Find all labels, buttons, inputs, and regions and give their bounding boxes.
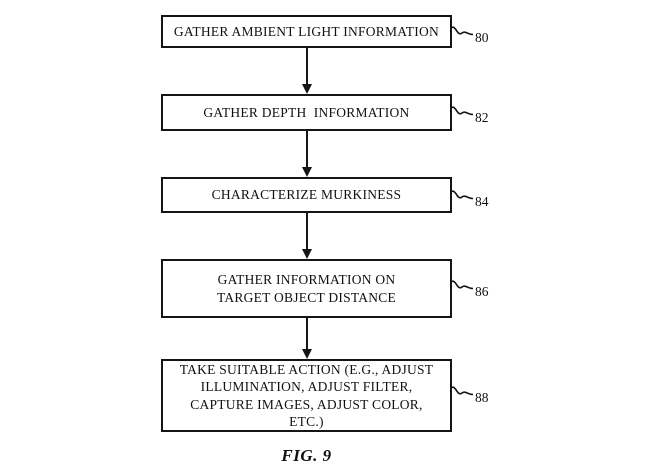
down-arrow [300, 318, 313, 359]
flow-step-target-object-distance: GATHER INFORMATION ON TARGET OBJECT DIST… [161, 259, 452, 318]
flow-step-label: TAKE SUITABLE ACTION (E.G., ADJUST ILLUM… [179, 361, 434, 430]
flow-step-gather-ambient-light: GATHER AMBIENT LIGHT INFORMATION [161, 15, 452, 48]
figure-caption: FIG. 9 [281, 446, 332, 465]
flow-step-label: GATHER INFORMATION ON TARGET OBJECT DIST… [216, 272, 397, 305]
reference-callout-82: 82 [451, 105, 489, 126]
arrow-line [305, 48, 308, 84]
reference-callout-84: 84 [451, 189, 489, 210]
reference-leader-line [451, 26, 474, 36]
reference-number: 84 [475, 194, 489, 209]
reference-leader-line [451, 386, 474, 396]
reference-number: 86 [475, 284, 489, 299]
arrow-line [305, 318, 308, 349]
reference-callout-86: 86 [451, 279, 489, 300]
arrow-head [301, 249, 312, 259]
reference-leader-line [451, 190, 474, 200]
flow-step-take-suitable-action: TAKE SUITABLE ACTION (E.G., ADJUST ILLUM… [161, 359, 452, 432]
arrow-head [301, 349, 312, 359]
down-arrow [300, 48, 313, 94]
arrow-line [305, 131, 308, 167]
reference-number: 80 [475, 30, 489, 45]
reference-callout-88: 88 [451, 385, 489, 406]
flow-step-label: GATHER AMBIENT LIGHT INFORMATION [173, 23, 440, 39]
down-arrow [300, 213, 313, 259]
reference-callout-80: 80 [451, 25, 489, 46]
reference-leader-line [451, 280, 474, 290]
down-arrow [300, 131, 313, 177]
flow-step-label: CHARACTERIZE MURKINESS [211, 187, 402, 203]
flow-step-characterize-murkiness: CHARACTERIZE MURKINESS [161, 177, 452, 213]
reference-number: 82 [475, 110, 489, 125]
reference-leader-line [451, 106, 474, 116]
arrow-head [301, 167, 312, 177]
arrow-head [301, 84, 312, 94]
arrow-line [305, 213, 308, 249]
reference-number: 88 [475, 390, 489, 405]
flow-step-gather-depth: GATHER DEPTH INFORMATION [161, 94, 452, 131]
flow-step-label: GATHER DEPTH INFORMATION [203, 104, 410, 120]
